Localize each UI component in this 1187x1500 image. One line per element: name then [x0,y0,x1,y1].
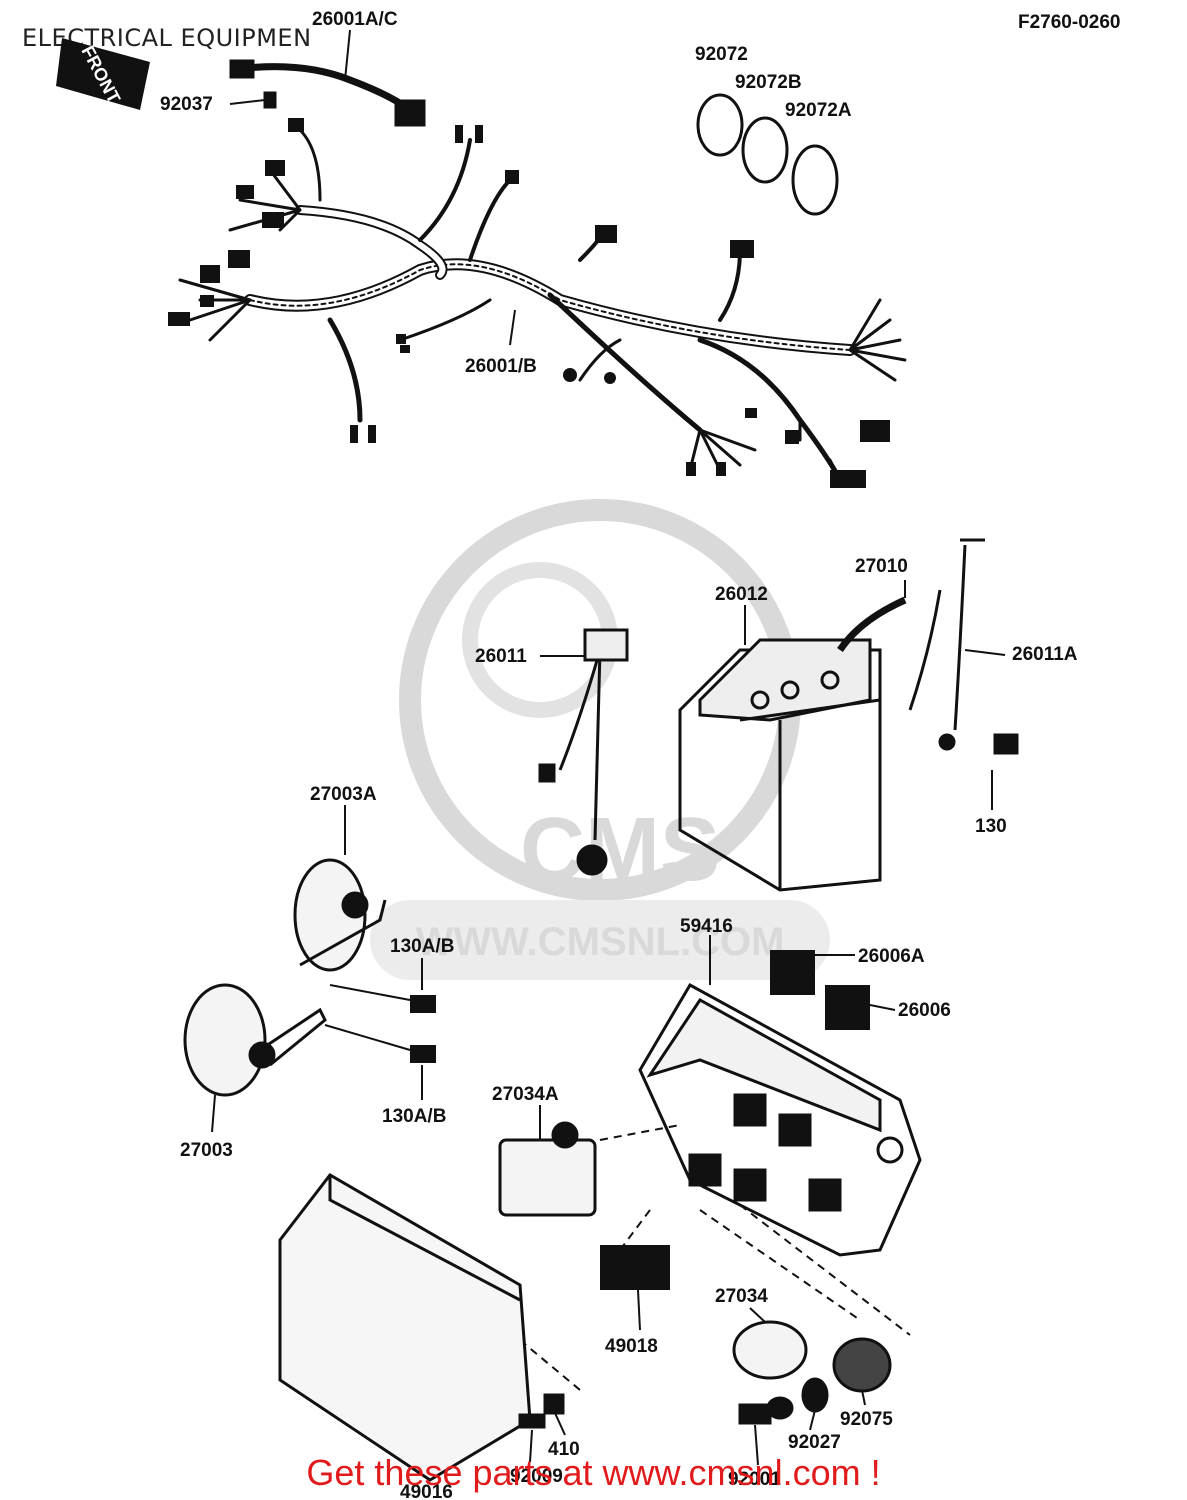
dashed-assembly-lines [519,1124,911,1391]
label-26011: 26011 [475,646,527,667]
label-27034a: 27034A [492,1084,559,1105]
label-92072: 92072 [695,44,748,65]
label-26012: 26012 [715,584,768,605]
sub-harness-26001ac [229,59,426,127]
label-49018: 49018 [605,1336,658,1357]
wire-clamps [696,93,839,216]
label-92037: 92037 [160,94,213,115]
label-26001ac: 26001A/C [312,9,398,30]
label-130: 130 [975,816,1007,837]
horn-bolts [410,995,436,1063]
horn-27003a [293,858,387,972]
switch-27034 [732,1320,892,1425]
front-direction-tag: FRONT [56,38,150,110]
label-26006a: 26006A [858,946,925,967]
diagram-code: F2760-0260 [1018,12,1121,33]
harness-connectors [168,118,890,488]
label-92027: 92027 [788,1432,841,1453]
label-92009: 92009 [510,1466,563,1487]
battery-cables [538,538,1019,876]
label-27003: 27003 [180,1140,233,1161]
label-leaders [211,29,1006,1466]
label-59416: 59416 [680,916,733,937]
horn-27003 [183,983,327,1097]
label-130ab-bottom: 130A/B [382,1106,446,1127]
label-26001b: 26001/B [465,356,537,377]
label-26006: 26006 [898,1000,951,1021]
battery [678,596,907,892]
watermark-logo-text: CMS [520,800,720,900]
watermark-url-text: WWW.CMSNL.COM [416,920,785,964]
shop-link-banner[interactable]: Get these parts at www.cmsnl.com ! [306,1452,881,1493]
fuse-blocks [770,950,870,1030]
leader-lines [324,984,411,1051]
cover-49016 [278,1173,565,1482]
main-wiring-harness [178,128,907,483]
label-49016: 49016 [400,1482,453,1500]
label-130ab-top: 130A/B [390,936,454,957]
label-27034: 27034 [715,1286,768,1307]
label-92001: 92001 [728,1469,781,1490]
label-27010: 27010 [855,556,908,577]
cms-watermark-logo: CMS WWW.CMSNL.COM [370,499,830,980]
label-27003a: 27003A [310,784,377,805]
relay-49018 [600,1245,670,1290]
label-92072b: 92072B [735,72,802,93]
label-92075: 92075 [840,1409,893,1430]
label-92072a: 92072A [785,100,852,121]
part-labels: 26001A/C 92037 92072 92072B 92072A 26001… [160,9,1078,1500]
junction-box [638,982,922,1257]
label-410: 410 [548,1439,580,1460]
relay-27034a [498,1121,597,1217]
label-26011a: 26011A [1012,644,1078,665]
